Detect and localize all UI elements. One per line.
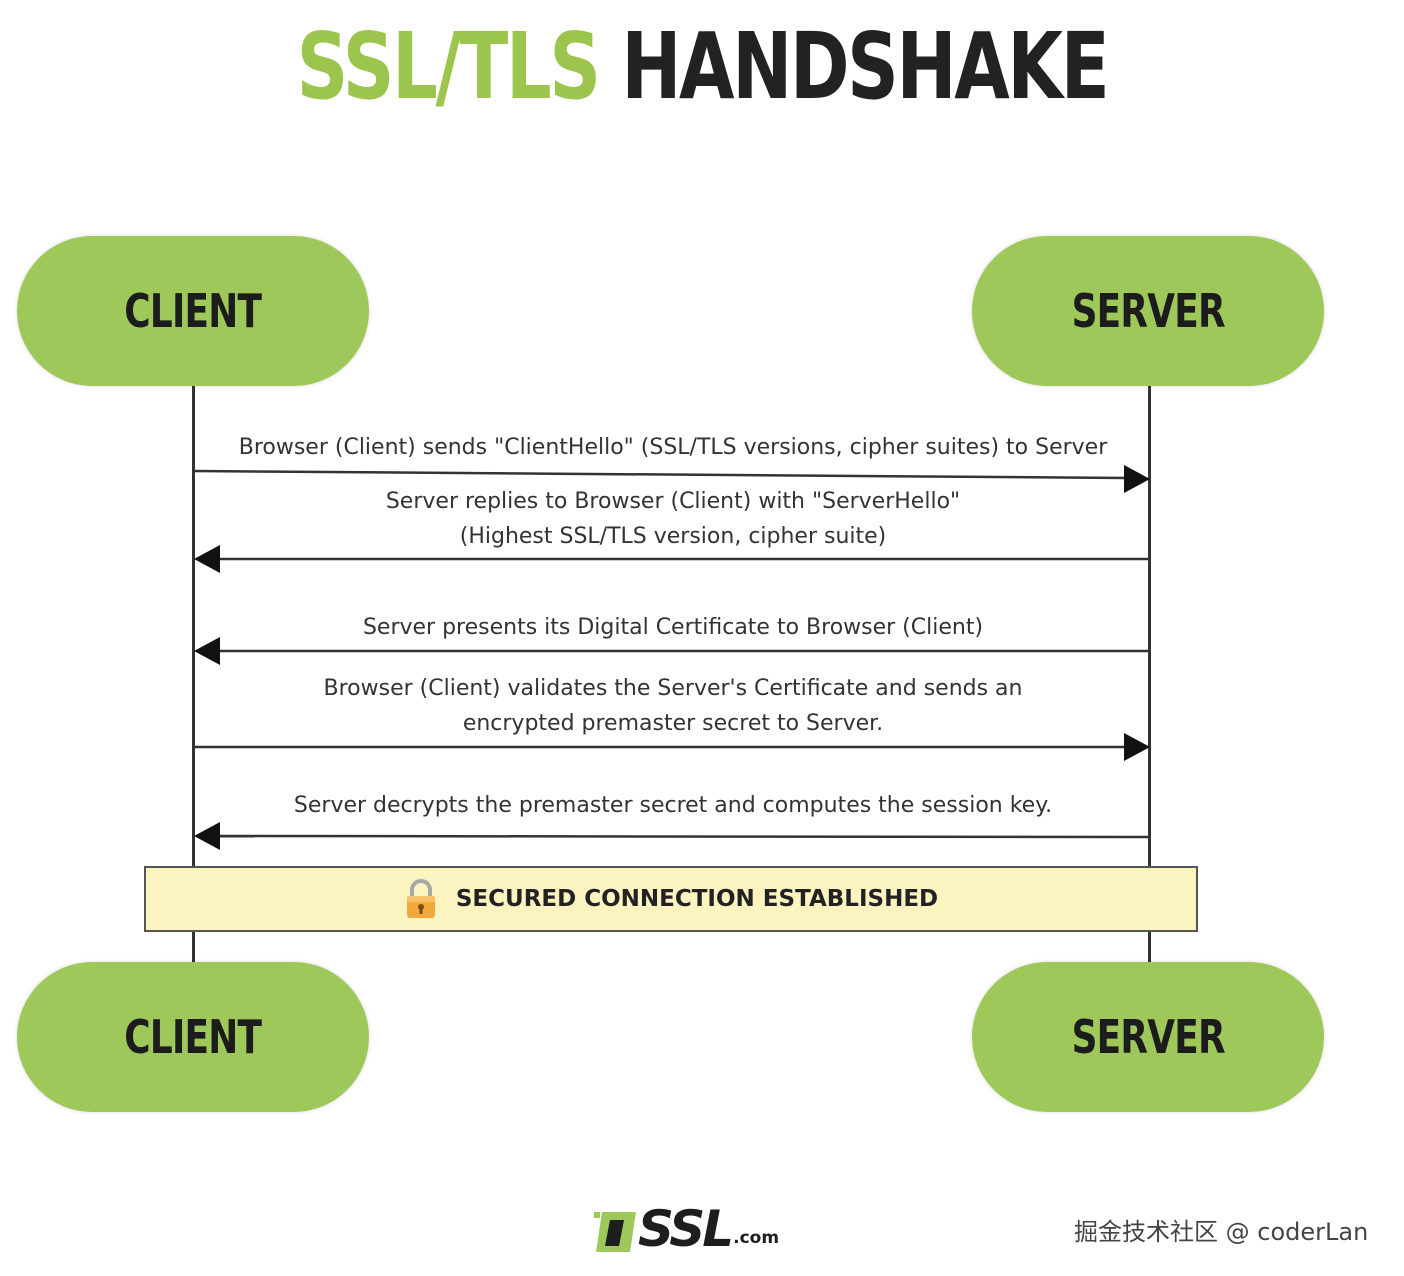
title-green-part: SSL/TLS: [296, 13, 601, 120]
title-dark-part: HANDSHAKE: [621, 13, 1109, 120]
client-node-top-label: CLIENT: [124, 284, 263, 338]
watermark-text: 掘金技术社区 @ coderLan: [1074, 1218, 1369, 1246]
server-node-bottom: SERVER: [972, 962, 1324, 1112]
arrow-client-hello: [193, 469, 1127, 480]
message-1-line-1: Browser (Client) sends "ClientHello" (SS…: [238, 435, 1108, 460]
arrowhead-session-key: [194, 822, 220, 850]
lock-icon: [404, 878, 438, 920]
client-node-top: CLIENT: [17, 236, 369, 386]
ssl-com-logo: SSL .com: [592, 1200, 779, 1254]
ssl-logo-mark-icon: [594, 1212, 636, 1252]
message-5-line-1: Server decrypts the premaster secret and…: [293, 793, 1053, 818]
diagram-title: SSL/TLS HANDSHAKE: [154, 12, 1249, 122]
logo-wordmark: SSL: [638, 1200, 734, 1258]
server-node-top: SERVER: [972, 236, 1324, 386]
arrowhead-server-hello: [194, 545, 220, 573]
message-2-line-2: (Highest SSL/TLS version, cipher suite): [459, 524, 887, 549]
server-lifeline: [1148, 385, 1151, 965]
arrowhead-certificate: [194, 637, 220, 665]
message-3-line-1: Server presents its Digital Certificate …: [362, 615, 984, 640]
secured-connection-label: SECURED CONNECTION ESTABLISHED: [455, 886, 939, 912]
message-4: Browser (Client) validates the Server's …: [198, 671, 1148, 741]
server-node-bottom-label: SERVER: [1071, 1010, 1225, 1064]
client-node-bottom-label: CLIENT: [124, 1010, 263, 1064]
arrowhead-client-hello: [1124, 465, 1150, 493]
secured-connection-banner: SECURED CONNECTION ESTABLISHED: [144, 866, 1198, 932]
client-node-bottom: CLIENT: [17, 962, 369, 1112]
arrowhead-premaster: [1124, 733, 1150, 761]
message-4-line-1: Browser (Client) validates the Server's …: [323, 676, 1023, 701]
message-5: Server decrypts the premaster secret and…: [198, 788, 1148, 823]
message-4-line-2: encrypted premaster secret to Server.: [462, 711, 884, 736]
arrow-session-key: [217, 834, 1149, 839]
logo-suffix: .com: [733, 1228, 780, 1248]
message-2: Server replies to Browser (Client) with …: [198, 484, 1148, 554]
message-1: Browser (Client) sends "ClientHello" (SS…: [198, 430, 1148, 465]
message-3: Server presents its Digital Certificate …: [198, 610, 1148, 645]
message-2-line-1: Server replies to Browser (Client) with …: [385, 489, 961, 514]
client-lifeline: [192, 385, 195, 965]
server-node-top-label: SERVER: [1071, 284, 1225, 338]
